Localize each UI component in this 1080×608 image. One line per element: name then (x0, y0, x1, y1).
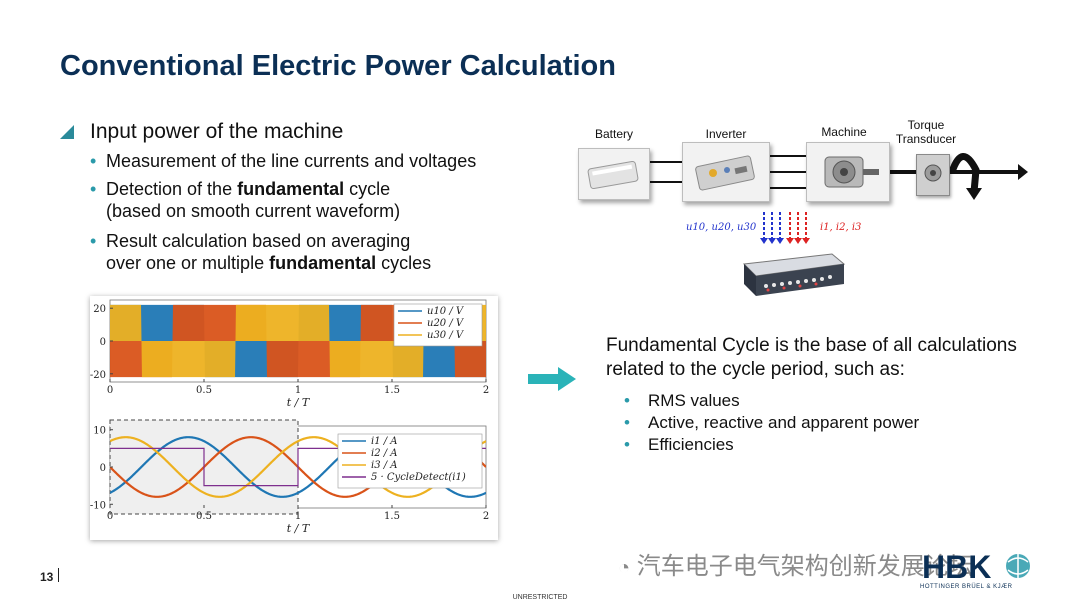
dot-bullet-icon: • (90, 179, 97, 199)
voltage-series-3 (110, 304, 486, 378)
logo-text: HBK (922, 549, 991, 582)
electric-machine-icon (824, 156, 879, 188)
x-tick-label: 0 (107, 511, 113, 522)
x-tick-label: 2 (483, 511, 489, 522)
torque-text: Torque (907, 118, 945, 132)
dot-bullet-icon: • (90, 231, 97, 251)
transducer-text: Transducer (895, 132, 957, 146)
machine-box (806, 142, 890, 202)
bold-word: fundamental (269, 253, 377, 273)
sub-bullet: • Measurement of the line currents and v… (90, 150, 540, 172)
triangle-bullet-icon (60, 125, 74, 139)
x-tick-label: 1 (295, 511, 301, 522)
battery-label: Battery (594, 127, 633, 141)
sub-bullet-text: cycle (344, 179, 391, 199)
main-bullet: Input power of the machine (60, 120, 540, 144)
fundamental-cycle-text: Fundamental Cycle is the base of all cal… (606, 334, 1056, 456)
x-tick-label: 1.5 (384, 385, 400, 396)
fundamental-cycle-heading: Fundamental Cycle is the base of all cal… (606, 334, 1056, 382)
sub-bullet-text: (based on smooth current waveform) (106, 201, 401, 221)
y-tick-label: -10 (90, 500, 106, 511)
hbk-logo: HBK (922, 549, 1030, 582)
sub-bullet: • Detection of the fundamental cycle (ba… (90, 178, 540, 222)
logo-subtitle: HOTTINGER BRÜEL & KJÆR (920, 584, 1013, 590)
x-axis-label: t / T (287, 396, 311, 409)
dot-bullet-icon: • (624, 391, 630, 410)
probe-arrows (760, 212, 810, 244)
x-tick-label: 2 (483, 385, 489, 396)
legend-label: u10 / V (427, 306, 465, 317)
current-series-3 (110, 436, 486, 498)
list-item: • Efficiencies (624, 434, 1056, 456)
sub-bullet-text: Result calculation based on averaging (106, 231, 411, 251)
inverter-box (682, 142, 770, 202)
voltage-series-2 (110, 304, 486, 378)
list-item-text: RMS values (648, 391, 740, 410)
list-item-text: Efficiencies (648, 435, 734, 454)
heading-line: Fundamental Cycle is the base of all cal… (606, 335, 1017, 356)
x-tick-label: 0 (107, 385, 113, 396)
list-item-text: Active, reactive and apparent power (648, 413, 920, 432)
x-tick-label: 0.5 (196, 511, 212, 522)
inverter-label: Inverter (705, 127, 747, 141)
wechat-icon: ◔ (618, 557, 631, 579)
watermark-text: 汽车电子电气架构创新发展论坛 (636, 553, 973, 580)
diagram-connections (648, 153, 1028, 244)
torque-label: Torque Transducer (888, 118, 964, 146)
calculation-list: • RMS values • Active, reactive and appare… (606, 390, 1056, 456)
sub-bullet-text: Detection of the (106, 179, 238, 199)
measurement-setup-diagram: Battery Inverter Machine Torque Transduc… (570, 110, 1040, 310)
daq-device-icon (742, 253, 846, 296)
heading-line: related to the cycle period, such as: (606, 359, 905, 380)
classification-footer: UNRESTRICTED (512, 594, 568, 601)
battery-box (578, 148, 650, 200)
sub-bullet-text: Measurement of the line currents and vol… (106, 151, 477, 171)
y-tick-label: 0 (100, 463, 106, 474)
dot-bullet-icon: • (624, 435, 630, 454)
list-item: • Active, reactive and apparent power (624, 412, 1056, 434)
sub-bullet-text: cycles (376, 253, 432, 273)
dot-bullet-icon: • (624, 413, 630, 432)
torque-transducer-icon (916, 154, 950, 196)
sub-bullet-text: over one or multiple (106, 253, 270, 273)
wechat-watermark: ◔ 汽车电子电气架构创新发展论坛 (618, 546, 973, 581)
x-axis-label: t / T (287, 522, 311, 535)
x-tick-label: 1.5 (384, 511, 400, 522)
y-tick-label: 0 (100, 337, 106, 348)
data-acquisition-device (740, 250, 848, 300)
bullet-list: Input power of the machine • Measurement… (60, 120, 540, 274)
legend-label: u20 / V (427, 318, 465, 329)
legend-label: i3 / A (371, 460, 398, 471)
arrow-right-icon (528, 367, 576, 391)
dot-bullet-icon: • (90, 151, 97, 171)
voltage-label: u10, u20, u30 (686, 222, 757, 233)
x-tick-label: 1 (295, 385, 301, 396)
legend-box (337, 433, 483, 489)
inverter-icon (695, 155, 755, 191)
legend-label: u30 / V (427, 330, 465, 341)
y-tick-label: 10 (93, 426, 106, 437)
machine-label: Machine (821, 125, 867, 139)
cycle-detect-series (110, 447, 486, 487)
legend-label: 5 · CycleDetect(i1) (371, 472, 466, 483)
y-tick-label: 20 (93, 304, 106, 315)
battery-icon (587, 160, 639, 190)
current-label: i1, i2, i3 (820, 222, 862, 233)
legend-label: i1 / A (371, 436, 398, 447)
x-tick-label: 0.5 (196, 385, 212, 396)
list-item: • RMS values (624, 390, 1056, 412)
slide-title: Conventional Electric Power Calculation (60, 50, 616, 82)
legend-label: i2 / A (371, 448, 398, 459)
sub-bullet: • Result calculation based on averaging … (90, 230, 540, 274)
y-tick-label: -20 (90, 370, 106, 381)
page-number-divider (58, 568, 59, 582)
bold-word: fundamental (237, 179, 345, 199)
main-bullet-text: Input power of the machine (90, 120, 344, 143)
page-number: 13 (40, 570, 54, 584)
